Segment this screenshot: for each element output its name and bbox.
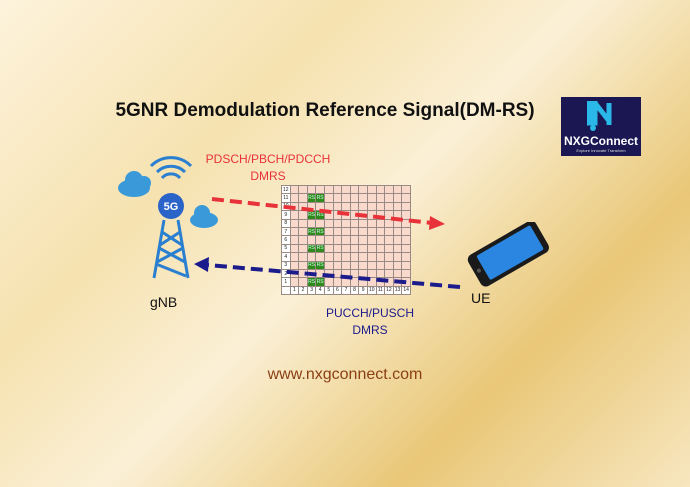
page-title: 5GNR Demodulation Reference Signal(DM-RS… (115, 100, 535, 121)
ue-phone-icon (467, 222, 549, 287)
gnb-label: gNB (150, 294, 178, 310)
downlink-arrow (211, 197, 433, 225)
gnb-tower-icon: 5G (118, 156, 218, 279)
downlink-label: PDSCH/PBCH/PDCCH DMRS (198, 151, 338, 185)
uplink-arrow (207, 263, 461, 289)
ue-label: UE (471, 290, 491, 306)
svg-text:5G: 5G (164, 201, 179, 213)
wifi-n-icon (587, 101, 612, 131)
nxgconnect-logo: NXGConnect Explore Innovate Transform (561, 97, 641, 156)
logo-name: NXGConnect (563, 134, 638, 148)
uplink-arrowhead (194, 257, 209, 272)
downlink-arrowhead (429, 216, 445, 230)
cloud-icon (190, 205, 218, 228)
uplink-channels: PUCCH/PUSCH (325, 306, 414, 320)
col-label: 14 (401, 285, 411, 296)
website-url: www.nxgconnect.com (267, 366, 423, 383)
cloud-icon (118, 171, 151, 197)
downlink-channels: PDSCH/PBCH/PDCCH (205, 152, 331, 166)
logo-tagline: Explore Innovate Transform (576, 148, 626, 153)
uplink-dmrs: DMRS (352, 323, 388, 337)
downlink-dmrs: DMRS (250, 169, 286, 183)
uplink-label: PUCCH/PUSCH DMRS (300, 305, 440, 339)
